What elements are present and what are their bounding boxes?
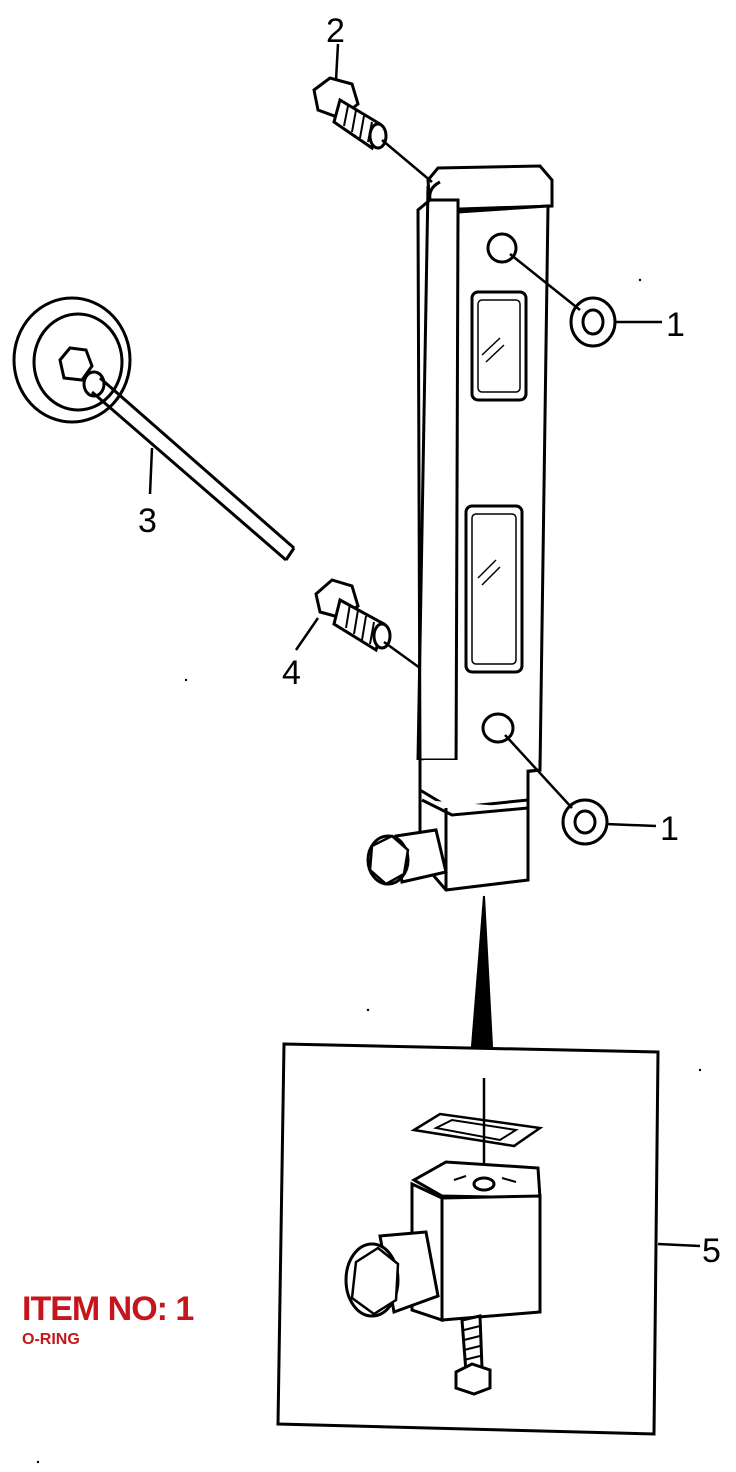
- callout-1-lower: 1: [660, 810, 679, 848]
- callout-4: 4: [282, 654, 301, 692]
- callout-1-upper: 1: [666, 306, 685, 344]
- thermometer-gauge[interactable]: [12, 296, 132, 424]
- detail-bolt: [454, 1314, 492, 1396]
- callout-3: 3: [138, 502, 157, 540]
- o-ring-upper[interactable]: [569, 296, 617, 348]
- upper-sight-window: [470, 290, 528, 402]
- callout-2: 2: [326, 12, 345, 50]
- callout-5-leader: [657, 1242, 701, 1248]
- callout-3-leader: [148, 447, 154, 495]
- item-description: O-RING: [22, 1331, 80, 1348]
- drain-plug: [366, 828, 448, 886]
- o-ring-leader-lines: [504, 253, 662, 828]
- o-ring-lower[interactable]: [561, 798, 609, 846]
- item-caption: ITEM NO: 1 O-RING: [22, 1290, 194, 1350]
- detail-plug: [344, 1230, 440, 1318]
- callout-2-leader: [334, 43, 340, 81]
- screw-lower-leader: [383, 640, 421, 670]
- lower-sight-window: [464, 504, 524, 674]
- callout-5: 5: [702, 1232, 721, 1270]
- callout-4-leader: [294, 617, 320, 651]
- detail-pointer: [470, 895, 494, 1047]
- thermometer-rod: [91, 376, 296, 562]
- screw-top[interactable]: [312, 76, 388, 151]
- screw-top-leader: [381, 139, 433, 183]
- screw-lower[interactable]: [314, 578, 392, 653]
- scan-speckles: [36, 278, 702, 1464]
- item-number-title: ITEM NO: 1: [22, 1290, 194, 1328]
